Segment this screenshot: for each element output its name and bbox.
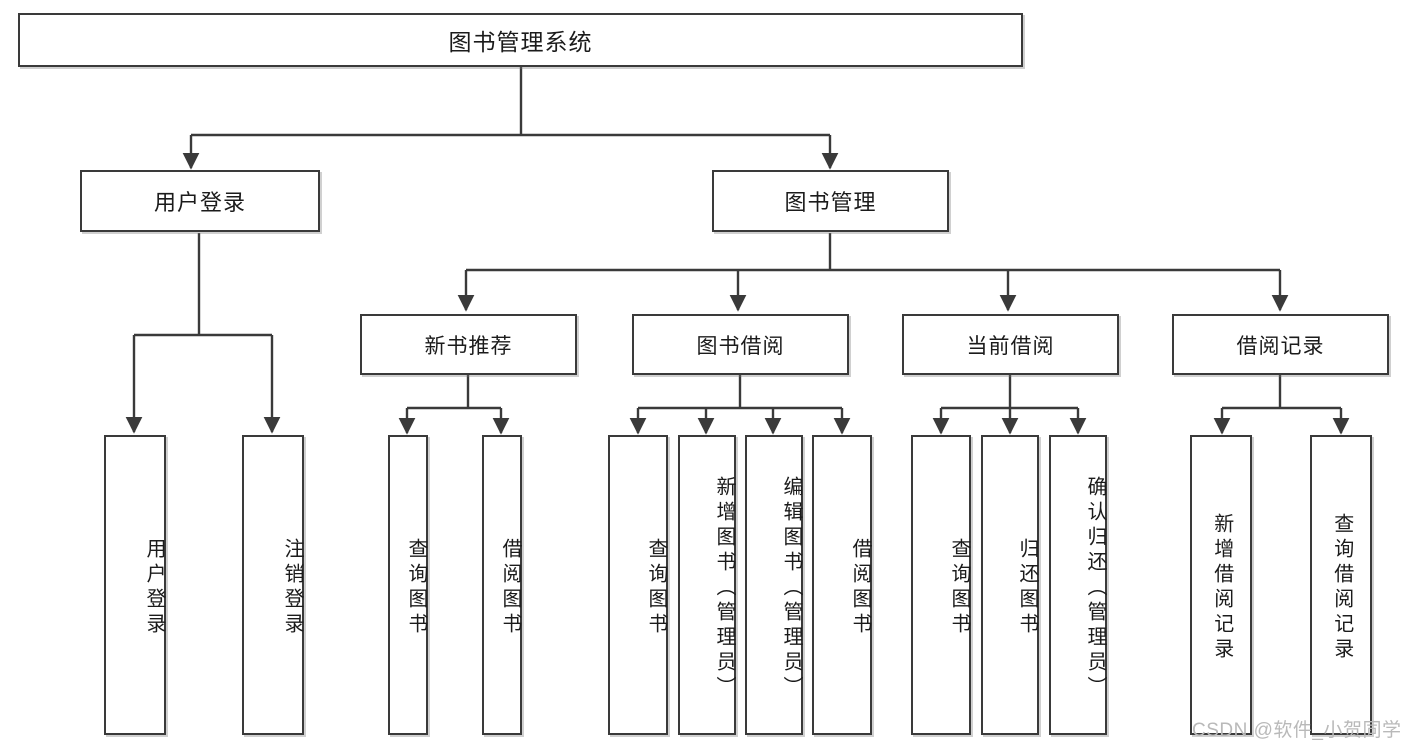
node-label: 查询图书 (948, 538, 970, 638)
node-label: 借阅图书 (849, 538, 871, 638)
leaf-user-login-signout[interactable]: 注销登录 (242, 435, 304, 735)
node-label: 确认归还（管理员） (1084, 475, 1106, 701)
node-current-borrow[interactable]: 当前借阅 (902, 314, 1119, 375)
leaf-current-borrow-confirm[interactable]: 确认归还（管理员） (1049, 435, 1107, 735)
node-label: 图书管理 (784, 190, 877, 215)
node-user-login[interactable]: 用户登录 (80, 170, 320, 232)
leaf-book-borrow-query[interactable]: 查询图书 (608, 435, 668, 735)
node-label: 编辑图书（管理员） (780, 475, 802, 701)
node-label: 新书推荐 (424, 334, 513, 358)
node-new-book-recommend[interactable]: 新书推荐 (360, 314, 577, 375)
node-book-management[interactable]: 图书管理 (712, 170, 949, 232)
node-root-system[interactable]: 图书管理系统 (18, 13, 1023, 67)
node-label: 查询图书 (645, 538, 667, 638)
node-label: 查询借阅记录 (1330, 513, 1353, 663)
leaf-book-borrow-edit[interactable]: 编辑图书（管理员） (745, 435, 803, 735)
leaf-new-book-query[interactable]: 查询图书 (388, 435, 428, 735)
leaf-current-borrow-return[interactable]: 归还图书 (981, 435, 1039, 735)
leaf-current-borrow-query[interactable]: 查询图书 (911, 435, 971, 735)
leaf-borrow-record-add[interactable]: 新增借阅记录 (1190, 435, 1252, 735)
node-label: 归还图书 (1016, 538, 1038, 638)
node-borrow-record[interactable]: 借阅记录 (1172, 314, 1389, 375)
node-label: 查询图书 (405, 538, 427, 638)
node-label: 注销登录 (281, 538, 303, 638)
node-label: 图书管理系统 (448, 29, 593, 55)
node-label: 当前借阅 (966, 334, 1055, 358)
leaf-book-borrow-add[interactable]: 新增图书（管理员） (678, 435, 736, 735)
node-book-borrow[interactable]: 图书借阅 (632, 314, 849, 375)
leaf-user-login-signin[interactable]: 用户登录 (104, 435, 166, 735)
node-label: 借阅记录 (1236, 334, 1325, 358)
node-label: 借阅图书 (499, 538, 521, 638)
node-label: 新增图书（管理员） (713, 475, 735, 701)
leaf-new-book-borrow[interactable]: 借阅图书 (482, 435, 522, 735)
node-label: 用户登录 (153, 190, 246, 215)
node-label: 新增借阅记录 (1210, 513, 1233, 663)
node-label: 图书借阅 (696, 334, 785, 358)
leaf-book-borrow-borrow[interactable]: 借阅图书 (812, 435, 872, 735)
leaf-borrow-record-query[interactable]: 查询借阅记录 (1310, 435, 1372, 735)
csdn-watermark: CSDN @软件_小贺同学 (1192, 720, 1402, 741)
node-label: 用户登录 (143, 538, 165, 638)
